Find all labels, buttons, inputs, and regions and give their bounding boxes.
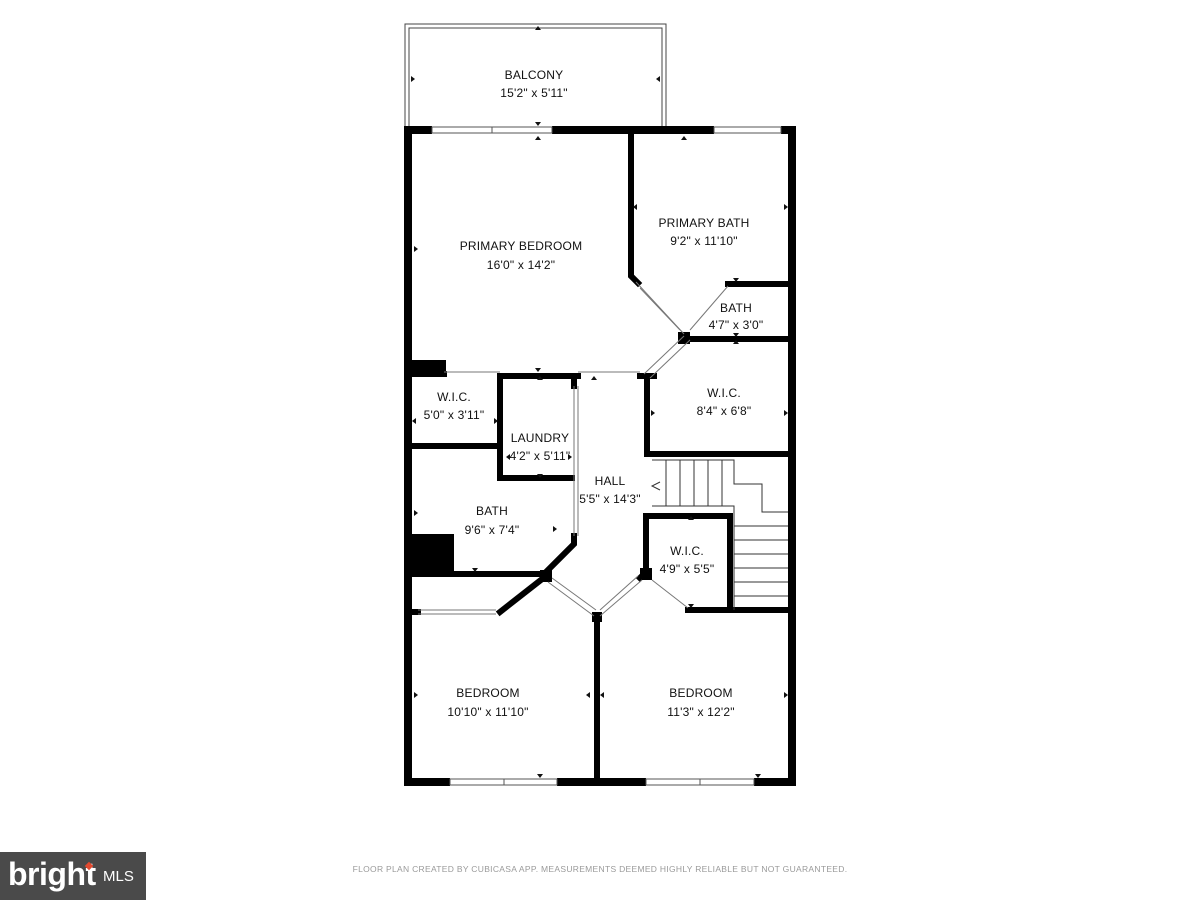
floor-plan-credit: FLOOR PLAN CREATED BY CUBICASA APP. MEAS… [352, 864, 848, 874]
room-labels: BALCONY 15'2" x 5'11" PRIMARY BEDROOM 16… [424, 68, 764, 719]
room-dimensions-primary-bath: 9'2" x 11'10" [670, 234, 738, 248]
room-dimensions-bedroom-right: 11'3" x 12'2" [667, 705, 735, 719]
room-dimensions-wic-right: 8'4" x 6'8" [697, 404, 752, 418]
interior-walls [409, 131, 793, 783]
room-dimensions-wic-center: 4'9" x 5'5" [660, 562, 715, 576]
room-name-wic-center: W.I.C. [670, 544, 704, 558]
bright-mls-logo: bright MLS [0, 852, 146, 900]
room-name-hall: HALL [595, 474, 626, 488]
room-name-primary-bath: PRIMARY BATH [658, 216, 749, 230]
room-name-laundry: LAUNDRY [511, 431, 570, 445]
stairs [650, 459, 788, 610]
room-dimensions-bedroom-left: 10'10" x 11'10" [447, 705, 528, 719]
room-dimensions-balcony: 15'2" x 5'11" [500, 86, 568, 100]
room-dimensions-bath-hall: 9'6" x 7'4" [465, 523, 520, 537]
dimension-markers [411, 26, 788, 778]
room-dimensions-wic-left: 5'0" x 3'11" [424, 408, 485, 422]
room-name-bedroom-right: BEDROOM [669, 686, 732, 700]
room-name-bath-small: BATH [720, 301, 752, 315]
logo-word: bright [8, 856, 96, 892]
room-dimensions-bath-small: 4'7" x 3'0" [709, 318, 764, 332]
wall-blocks [412, 332, 690, 622]
balcony-outline [404, 23, 667, 128]
room-dimensions-hall: 5'5" x 14'3" [579, 492, 641, 506]
room-dimensions-laundry: 4'2" x 5'11" [510, 449, 571, 463]
room-dimensions-primary-bedroom: 16'0" x 14'2" [487, 258, 555, 272]
logo-suffix: MLS [103, 868, 134, 885]
room-name-primary-bedroom: PRIMARY BEDROOM [460, 239, 583, 253]
door-openings [418, 281, 729, 617]
room-name-bath-hall: BATH [476, 504, 508, 518]
room-name-wic-right: W.I.C. [707, 386, 741, 400]
room-name-balcony: BALCONY [505, 68, 564, 82]
windows [431, 126, 782, 786]
room-name-bedroom-left: BEDROOM [456, 686, 519, 700]
room-name-wic-left: W.I.C. [437, 390, 471, 404]
